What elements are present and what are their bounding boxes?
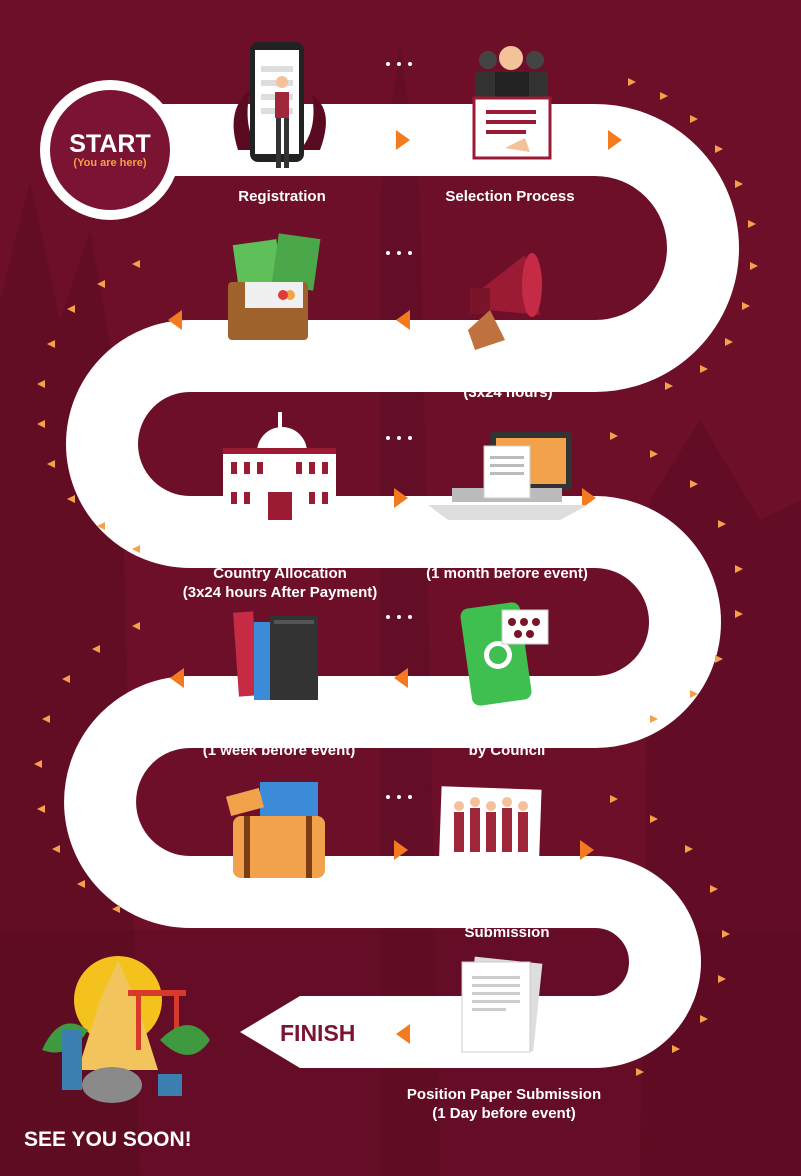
start-subtitle: (You are here) bbox=[73, 157, 147, 169]
arrow-right-icon bbox=[582, 488, 596, 508]
candidates-clipboard-icon bbox=[472, 46, 552, 160]
books-icon bbox=[233, 611, 318, 700]
arrow-left-icon bbox=[168, 310, 182, 330]
cultural-photo-icon bbox=[438, 786, 542, 880]
arrow-right-icon bbox=[394, 840, 408, 860]
direction-arrows bbox=[168, 130, 622, 1044]
step-label-guidebook: Guide Book(1 week before event) bbox=[202, 723, 356, 759]
step-label-council: Get the Council &Country Allocation(3x24… bbox=[182, 546, 378, 601]
thailand-landmark-icon bbox=[42, 956, 210, 1103]
arrow-right-icon bbox=[580, 840, 594, 860]
step-label-rop: ROP and Study Guide(1 month before event… bbox=[426, 546, 588, 582]
government-building-icon bbox=[223, 412, 336, 520]
arrow-right-icon bbox=[394, 488, 408, 508]
wallet-money-icon bbox=[228, 233, 321, 340]
start-title: START bbox=[69, 130, 151, 158]
winding-road bbox=[64, 104, 739, 1068]
step-label-position: Position Paper Submission(1 Day before e… bbox=[406, 1086, 602, 1122]
arrow-right-icon bbox=[396, 130, 410, 150]
arrow-left-icon bbox=[396, 1024, 410, 1044]
laptop-email-icon bbox=[428, 432, 588, 520]
phone-form-icon bbox=[233, 42, 326, 168]
ellipsis-dots bbox=[386, 62, 412, 799]
suitcase-tickets-icon bbox=[225, 782, 325, 878]
decorative-dots bbox=[34, 78, 758, 1076]
arrow-left-icon bbox=[170, 668, 184, 688]
step-label-registration: Registration bbox=[238, 188, 326, 205]
start-badge-inner: START (You are here) bbox=[50, 90, 170, 210]
arrow-right-icon bbox=[608, 130, 622, 150]
documents-icon bbox=[461, 956, 543, 1053]
step-label-payment: Payment bbox=[245, 365, 309, 382]
step-label-travel: Travel Informations bbox=[209, 905, 349, 922]
step-label-selection: Selection Process bbox=[445, 188, 575, 205]
step-label-announcement: Announcement(3x24 hours) bbox=[453, 365, 563, 401]
whatsapp-phone-icon bbox=[460, 602, 549, 706]
arrow-left-icon bbox=[394, 668, 408, 688]
megaphone-icon bbox=[468, 253, 542, 350]
arrow-left-icon bbox=[396, 310, 410, 330]
finish-label: FINISH bbox=[280, 1020, 356, 1046]
finish-arrow-end bbox=[240, 996, 300, 1068]
start-badge: START (You are here) bbox=[40, 80, 180, 220]
closing-text: SEE YOU SOON! bbox=[24, 1128, 192, 1151]
